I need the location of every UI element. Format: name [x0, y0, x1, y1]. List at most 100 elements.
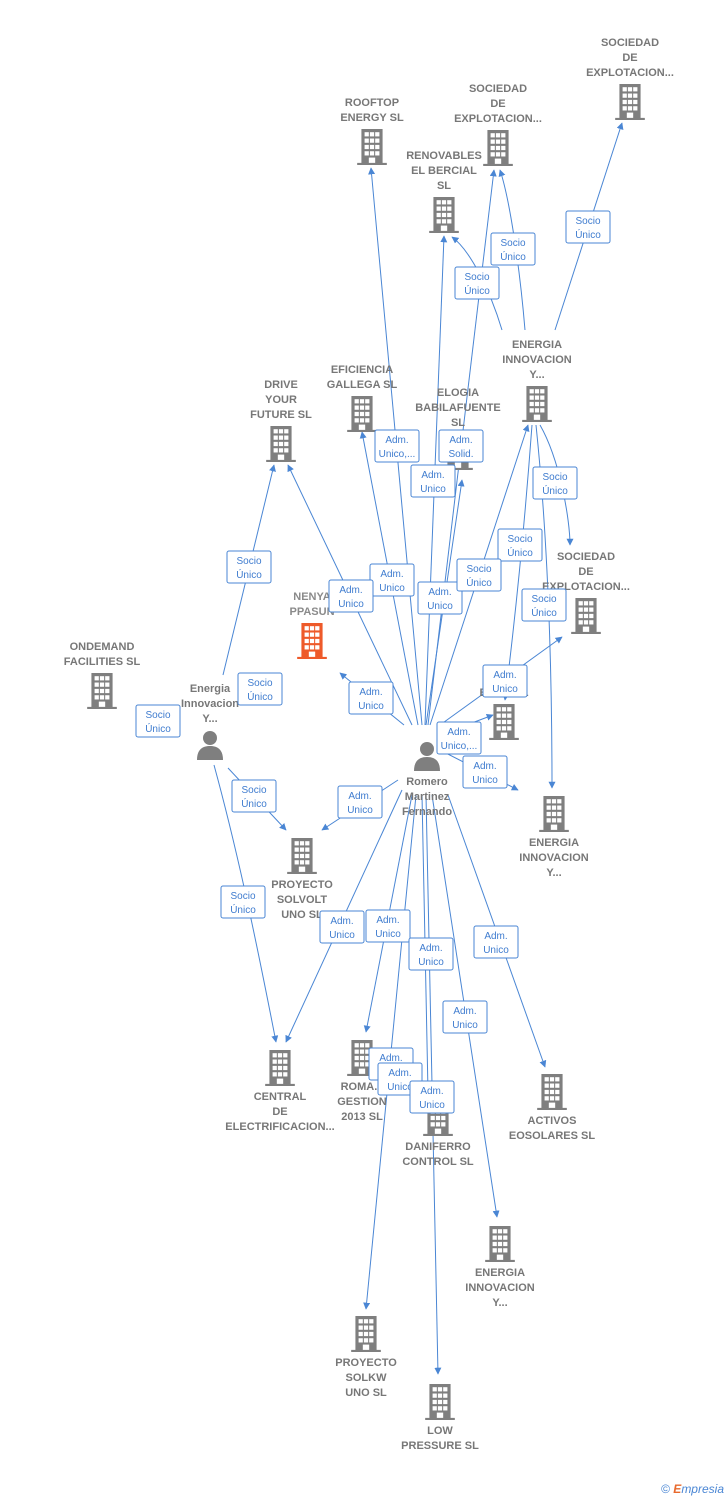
relation-label-text: Socio — [575, 216, 600, 227]
relation-label[interactable]: Adm.Unico — [365, 909, 411, 943]
relation-label-text: Unico — [418, 957, 444, 968]
relation-label-text: Socio — [500, 238, 525, 249]
node-label: FUTURE SL — [250, 409, 312, 421]
relation-label-box — [408, 937, 454, 971]
relation-label[interactable]: Adm.Unico — [473, 925, 519, 959]
relation-label[interactable]: Adm.Unico — [417, 581, 463, 615]
node-label: GALLEGA SL — [327, 379, 398, 391]
relation-label[interactable]: Adm.Unico — [462, 755, 508, 789]
relation-label[interactable]: Adm.Unico,... — [374, 429, 420, 463]
building-icon — [425, 1384, 455, 1420]
relation-label-text: Unico — [452, 1020, 478, 1031]
node-label: DE — [578, 566, 593, 578]
relation-label-box — [532, 466, 578, 500]
company-node[interactable]: CENTRALDEELECTRIFICACION... — [225, 1050, 335, 1133]
relation-label-box — [497, 528, 543, 562]
relation-label-text: Unico — [347, 805, 373, 816]
relation-label-text: Único — [507, 546, 533, 559]
node-label: DE — [490, 98, 505, 110]
relation-label[interactable]: Adm.Unico — [319, 910, 365, 944]
company-node[interactable]: SOCIEDADDEEXPLOTACION... — [586, 37, 674, 120]
relation-label-text: Adm. — [453, 1006, 476, 1017]
relation-label[interactable]: Adm.Unico — [348, 681, 394, 715]
relation-label-text: Adm. — [420, 1086, 443, 1097]
edge-lines — [213, 122, 624, 1375]
relation-label[interactable]: Adm. Unico — [442, 1000, 488, 1034]
relation-label[interactable]: Adm.Unico — [337, 785, 383, 819]
edge-line — [502, 424, 533, 701]
relation-label-text: Socio — [464, 272, 489, 283]
relation-label[interactable]: Adm.Unico — [482, 664, 528, 698]
relation-label-text: Adm. — [419, 943, 442, 954]
building-icon — [571, 598, 601, 634]
relation-label-text: Único — [236, 568, 262, 581]
node-label: INNOVACION — [502, 354, 572, 366]
building-icon — [357, 129, 387, 165]
relation-label[interactable]: Adm.Unico — [369, 563, 415, 597]
node-label: ELECTRIFICACION... — [225, 1121, 334, 1133]
person-icon — [197, 731, 223, 760]
relation-label[interactable]: Adm. Unico — [408, 937, 454, 971]
relation-label-text: Unico — [427, 601, 453, 612]
node-label: Romero — [406, 776, 448, 788]
relation-label[interactable]: Adm.Unico — [409, 1080, 455, 1114]
node-label: Y... — [546, 867, 561, 879]
brand-logo-initial: E — [673, 1482, 682, 1496]
relation-label-text: Unico — [329, 930, 355, 941]
relation-label-box — [565, 210, 611, 244]
company-node[interactable]: ENERGIAINNOVACIONY... — [465, 1226, 535, 1309]
relation-label[interactable]: Adm.Unico — [328, 579, 374, 613]
relation-label-text: Unico — [387, 1082, 413, 1093]
company-node[interactable]: SOCIEDADDEEXPLOTACION... — [542, 551, 630, 634]
node-label: CENTRAL — [254, 1091, 307, 1103]
person-node[interactable]: EnergiaInnovacionY... — [181, 683, 239, 760]
building-icon — [485, 1226, 515, 1262]
node-label: ENERGIA — [512, 339, 562, 351]
relation-label[interactable]: Adm.Unico,... — [436, 721, 482, 755]
relation-label-box — [473, 925, 519, 959]
node-label: NENYA — [293, 591, 331, 603]
relation-label[interactable]: Adm.Solid. — [438, 429, 484, 463]
relation-label-text: Unico,... — [441, 741, 478, 752]
relation-label-text: Socio — [236, 556, 261, 567]
relation-label[interactable]: Adm.Unico — [410, 464, 456, 498]
node-label: ENERGY SL — [340, 112, 404, 124]
building-icon — [522, 386, 552, 422]
company-node[interactable]: SOCIEDADDEEXPLOTACION... — [454, 83, 542, 166]
relation-label-text: Unico,... — [379, 449, 416, 460]
relation-label-box — [442, 1000, 488, 1034]
company-node[interactable]: ENERGIAINNOVACIONY... — [519, 796, 589, 879]
node-label: Y... — [529, 369, 544, 381]
node-label: RENOVABLES — [406, 150, 482, 162]
node-label: SOCIEDAD — [557, 551, 615, 563]
building-icon — [297, 623, 327, 659]
company-node[interactable]: ENERGIA INNOVACION Y... — [502, 339, 572, 422]
node-label: UNO SL — [281, 909, 323, 921]
